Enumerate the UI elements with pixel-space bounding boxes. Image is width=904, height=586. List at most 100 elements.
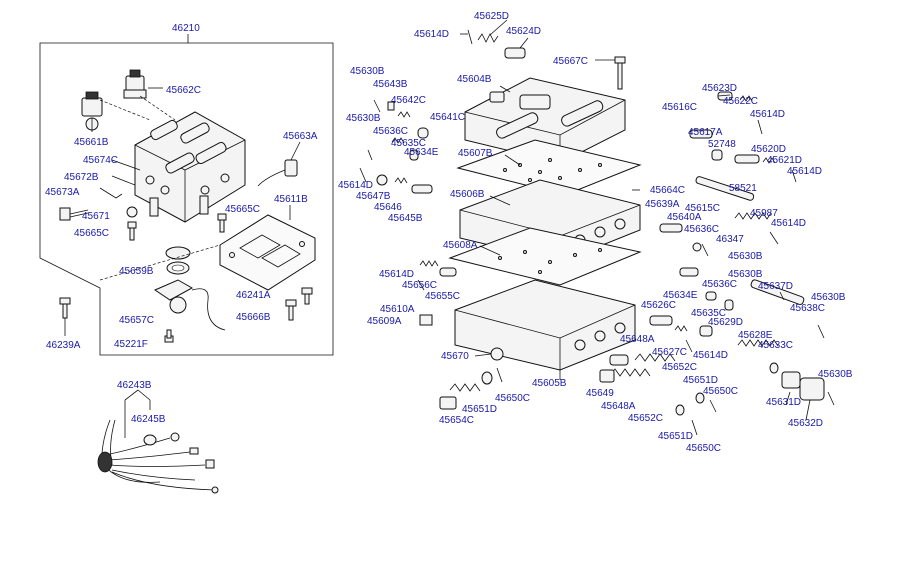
label-45610a[interactable]: 45610A (380, 304, 415, 315)
label-45622c[interactable]: 45622C (723, 96, 758, 107)
label-46243b[interactable]: 46243B (117, 380, 152, 391)
label-45641c[interactable]: 45641C (430, 112, 465, 123)
label-45663a[interactable]: 45663A (283, 131, 318, 142)
label-58521[interactable]: 58521 (729, 183, 757, 194)
label-45666b[interactable]: 45666B (236, 312, 271, 323)
wire-harness-46243b-part (97, 389, 219, 494)
label-45630b-1[interactable]: 45630B (350, 66, 385, 77)
label-45635c-1[interactable]: 45635C (391, 138, 426, 149)
label-45630b-4[interactable]: 45630B (728, 269, 763, 280)
label-45605b[interactable]: 45605B (532, 378, 567, 389)
label-45614d-2[interactable]: 45614D (338, 180, 373, 191)
label-45673a[interactable]: 45673A (45, 187, 80, 198)
label-45604b[interactable]: 45604B (457, 74, 492, 85)
label-45645b[interactable]: 45645B (388, 213, 423, 224)
bolt-45665c-left-part (127, 221, 137, 241)
bolt-46239a-part (59, 297, 71, 319)
label-45614d-3[interactable]: 45614D (750, 109, 785, 120)
label-45655c[interactable]: 45655C (425, 291, 460, 302)
label-45616c[interactable]: 45616C (662, 102, 697, 113)
label-46245b[interactable]: 46245B (131, 414, 166, 425)
label-52748[interactable]: 52748 (708, 139, 736, 150)
label-45611b[interactable]: 45611B (274, 194, 308, 205)
label-45648a-1[interactable]: 45648A (620, 334, 655, 345)
label-45664c[interactable]: 45664C (650, 185, 685, 196)
label-45609a[interactable]: 45609A (367, 316, 402, 327)
label-45627c[interactable]: 45627C (652, 347, 687, 358)
label-45636c-3[interactable]: 45636C (702, 279, 737, 290)
label-45614d-7[interactable]: 45614D (693, 350, 728, 361)
label-45614d-6[interactable]: 45614D (379, 269, 414, 280)
small-parts-right-column (649, 91, 835, 406)
label-45661b[interactable]: 45661B (74, 137, 109, 148)
label-45671[interactable]: 45671 (82, 211, 110, 222)
label-45614d-4[interactable]: 45614D (787, 166, 822, 177)
label-45635c-2[interactable]: 45635C (691, 308, 726, 319)
label-45625d[interactable]: 45625D (474, 11, 509, 22)
label-45654c[interactable]: 45654C (439, 415, 474, 426)
label-45670[interactable]: 45670 (441, 351, 469, 362)
label-45672b[interactable]: 45672B (64, 172, 99, 183)
label-45634e-2[interactable]: 45634E (663, 290, 698, 301)
label-45623d[interactable]: 45623D (702, 83, 737, 94)
label-45650c-1[interactable]: 45650C (703, 386, 738, 397)
label-45636c-1[interactable]: 45636C (373, 126, 408, 137)
label-45628e[interactable]: 45628E (738, 330, 773, 341)
filter-plate-45611b-part (219, 214, 316, 291)
label-45650c-3[interactable]: 45650C (686, 443, 721, 454)
label-45662c[interactable]: 45662C (166, 85, 201, 96)
label-45642c[interactable]: 45642C (391, 95, 426, 106)
label-45648a-2[interactable]: 45648A (601, 401, 636, 412)
label-45614d-5[interactable]: 45614D (771, 218, 806, 229)
label-45651d-1[interactable]: 45651D (683, 375, 718, 386)
label-45617a[interactable]: 45617A (688, 127, 723, 138)
label-45615c[interactable]: 45615C (685, 203, 720, 214)
label-45643b[interactable]: 45643B (373, 79, 408, 90)
label-45640a[interactable]: 45640A (667, 212, 702, 223)
label-45659b[interactable]: 45659B (119, 266, 154, 277)
label-45665c-left[interactable]: 45665C (74, 228, 109, 239)
label-45634e-1[interactable]: 45634E (404, 147, 439, 158)
label-45987[interactable]: 45987 (750, 208, 778, 219)
label-45630b-5[interactable]: 45630B (811, 292, 846, 303)
label-45620d[interactable]: 45620D (751, 144, 786, 155)
label-45636c-2[interactable]: 45636C (684, 224, 719, 235)
label-46241a[interactable]: 46241A (236, 290, 271, 301)
label-45652c-1[interactable]: 45652C (662, 362, 697, 373)
label-45632d[interactable]: 45632D (788, 418, 823, 429)
label-45646[interactable]: 45646 (374, 202, 402, 213)
label-45647b[interactable]: 45647B (356, 191, 391, 202)
label-45651d-2[interactable]: 45651D (462, 404, 497, 415)
label-45650c-2[interactable]: 45650C (495, 393, 530, 404)
label-45629d[interactable]: 45629D (708, 317, 743, 328)
label-45607b[interactable]: 45607B (458, 148, 493, 159)
label-45637d[interactable]: 45637D (758, 281, 793, 292)
label-45639a[interactable]: 45639A (645, 199, 680, 210)
label-45608a[interactable]: 45608A (443, 240, 478, 251)
label-45656c[interactable]: 45656C (402, 280, 437, 291)
label-45221f[interactable]: 45221F (114, 339, 148, 350)
label-45674c[interactable]: 45674C (83, 155, 118, 166)
label-45630b-3[interactable]: 45630B (728, 251, 763, 262)
label-46239a[interactable]: 46239A (46, 340, 81, 351)
label-45606b[interactable]: 45606B (450, 189, 485, 200)
label-45631d[interactable]: 45631D (766, 397, 801, 408)
label-45624d[interactable]: 45624D (506, 26, 541, 37)
label-45614d-top[interactable]: 45614D (414, 29, 449, 40)
label-45667c[interactable]: 45667C (553, 56, 588, 67)
label-45651d-3[interactable]: 45651D (658, 431, 693, 442)
label-46210[interactable]: 46210 (172, 23, 200, 34)
label-45626c[interactable]: 45626C (641, 300, 676, 311)
label-45638c[interactable]: 45638C (790, 303, 825, 314)
label-45652c-2[interactable]: 45652C (628, 413, 663, 424)
label-46347[interactable]: 46347 (716, 234, 744, 245)
label-45657c[interactable]: 45657C (119, 315, 154, 326)
label-45665c-right[interactable]: 45665C (225, 204, 260, 215)
label-45630b-2[interactable]: 45630B (346, 113, 381, 124)
lower-valve-body-45605b (454, 279, 636, 371)
label-45633c[interactable]: 45633C (758, 340, 793, 351)
label-45649[interactable]: 45649 (586, 388, 614, 399)
label-45630b-6[interactable]: 45630B (818, 369, 853, 380)
label-45621d[interactable]: 45621D (767, 155, 802, 166)
bolt-46241a-part (301, 287, 313, 305)
